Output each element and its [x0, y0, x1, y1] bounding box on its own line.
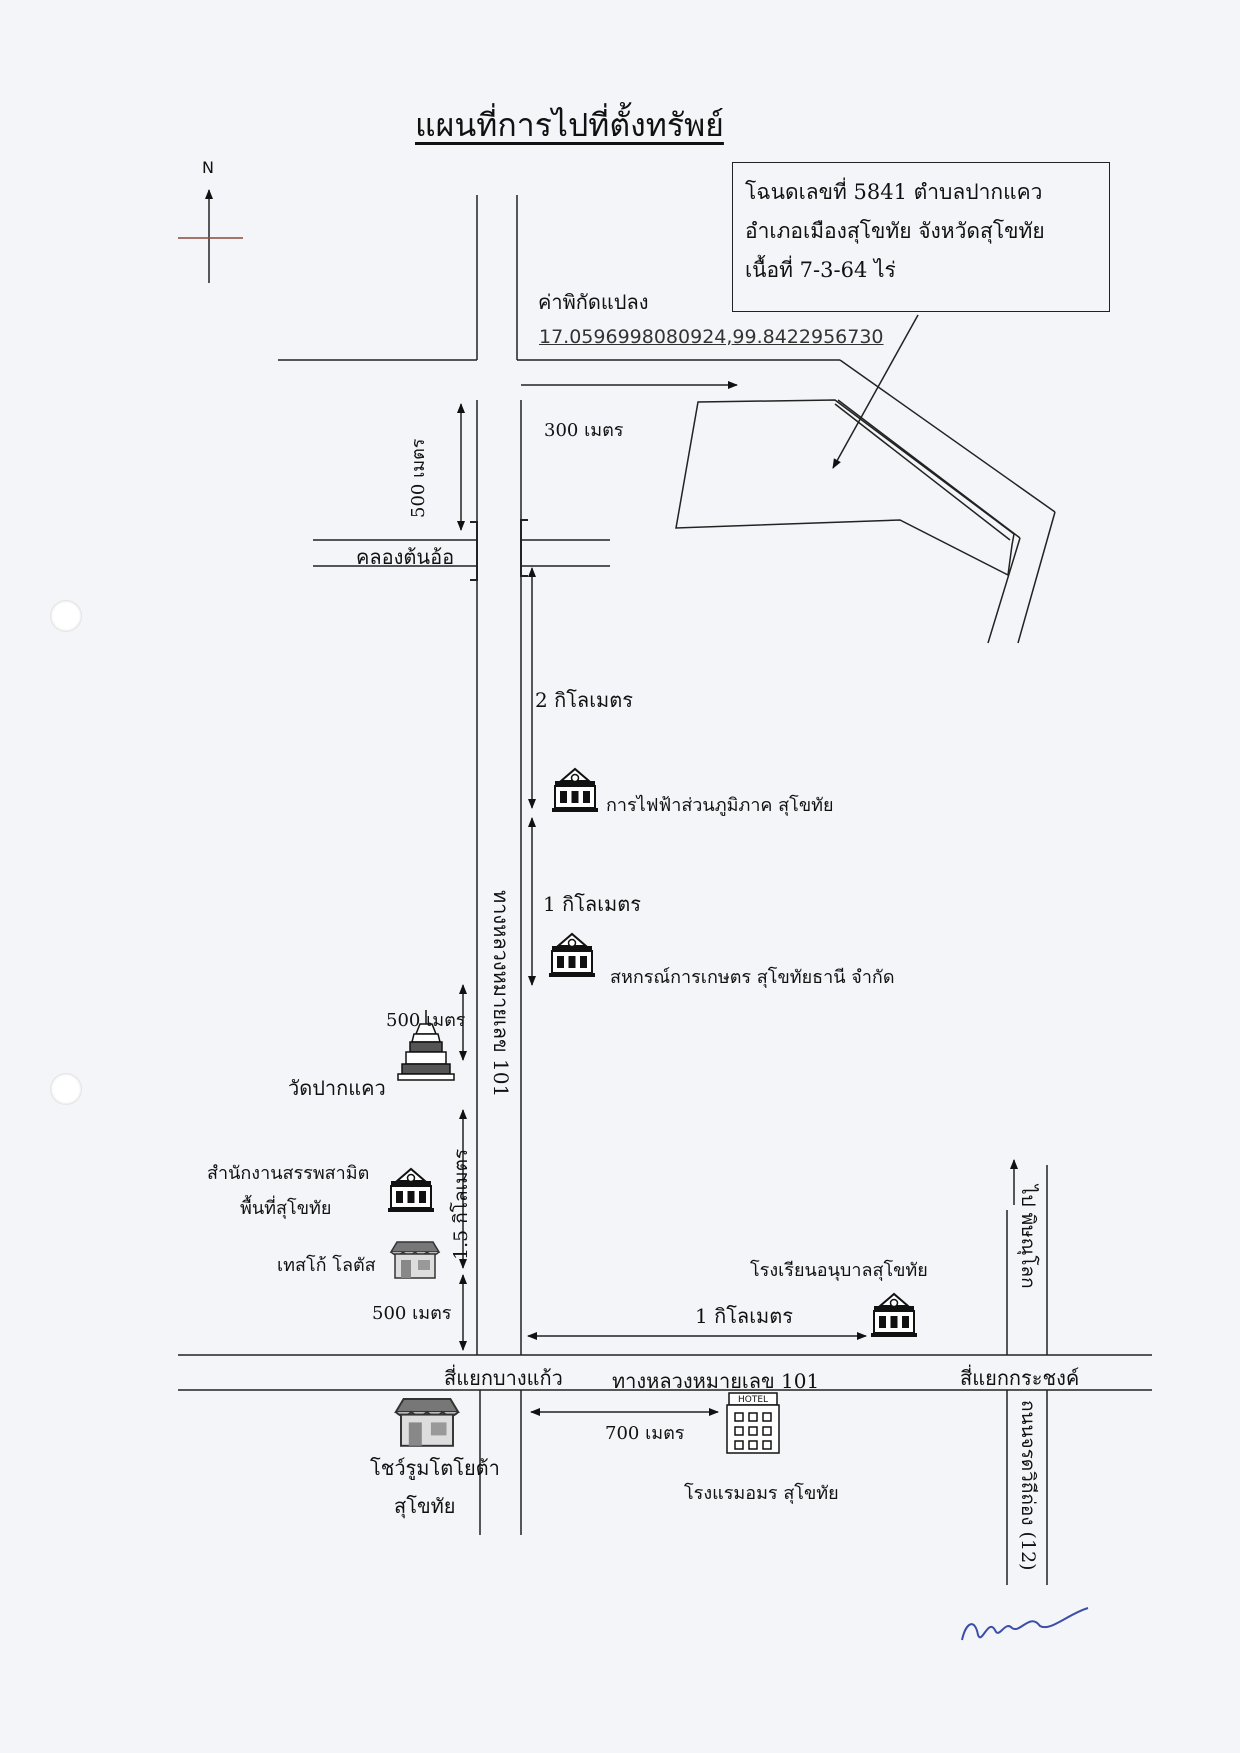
building-icon [548, 933, 596, 978]
building-icon [387, 1168, 435, 1213]
property-info-box: โฉนดเลขที่ 5841 ตำบลปากแคว อำเภอเมืองสุโ… [732, 162, 1110, 312]
landmark-school: โรงเรียนอนุบาลสุโขทัย [750, 1260, 928, 1281]
property-area: เนื้อที่ 7-3-64 ไร่ [745, 258, 896, 282]
landmark-toyota-2: สุโขทัย [394, 1494, 456, 1518]
landmark-coop: สหกรณ์การเกษตร สุโขทัยธานี จำกัด [610, 967, 895, 988]
landmark-excise-2: พื้นที่สุโขทัย [240, 1198, 332, 1219]
building-icon [551, 768, 599, 813]
building-icon [870, 1293, 918, 1338]
distance-label: 1 กิโลเมตร [543, 892, 641, 916]
landmark-toyota-1: โชว์รูมโตโยต้า [370, 1456, 500, 1480]
property-location: อำเภอเมืองสุโขทัย จังหวัดสุโขทัย [745, 219, 1045, 243]
highway-101-vertical-label: ทางหลวงหมายเลข 101 [489, 890, 513, 1098]
upper-cross-road [278, 359, 1056, 644]
lower-cross-road [178, 1165, 1152, 1585]
highway-101-horizontal-label: ทางหลวงหมายเลข 101 [612, 1369, 820, 1393]
distance-label: 300 เมตร [544, 420, 624, 441]
to-phitsanulok-label: ไป พิษณุโลก [1017, 1185, 1039, 1289]
hotel-icon: HOTEL [726, 1392, 780, 1454]
charot-withi-thong-road-label: ถนนจรดวิถีถ่อง (12) [1017, 1400, 1039, 1571]
shop-icon [390, 1241, 440, 1279]
distance-label: 700 เมตร [605, 1423, 685, 1444]
landmark-tesco: เทสโก้ โลตัส [277, 1255, 376, 1276]
canal [313, 519, 610, 581]
distance-label: 1 กิโลเมตร [695, 1304, 793, 1328]
landmark-hotel: โรงแรมอมร สุโขทัย [684, 1483, 839, 1504]
signature [961, 1607, 1089, 1641]
landmark-excise-1: สำนักงานสรรพสามิต [207, 1163, 370, 1184]
pointer-line [832, 314, 919, 469]
punch-hole [50, 1073, 82, 1105]
junction-bang-kaeo: สี่แยกบางแก้ว [444, 1366, 563, 1390]
property-deed: โฉนดเลขที่ 5841 ตำบลปากแคว [745, 180, 1043, 204]
punch-hole [50, 600, 82, 632]
dimension-arrows [457, 403, 1018, 1416]
coordinates-label: ค่าพิกัดแปลง [538, 290, 649, 314]
landmark-pea: การไฟฟ้าส่วนภูมิภาค สุโขทัย [606, 795, 834, 816]
landmark-wat: วัดปากแคว [288, 1076, 386, 1100]
highway-101-vertical [476, 195, 522, 1535]
distance-label: 1.5 กิโลเมตร [450, 1148, 472, 1260]
junction-krachong: สี่แยกกระชงค์ [960, 1366, 1080, 1390]
page-title: แผนที่การไปที่ตั้งทรัพย์ [415, 106, 724, 144]
north-label: N [202, 158, 214, 177]
shop-icon [394, 1398, 460, 1447]
property-parcel [675, 399, 1015, 577]
distance-label: 2 กิโลเมตร [535, 688, 633, 712]
north-arrow-icon [178, 189, 243, 283]
distance-label: 500 เมตร [408, 438, 429, 518]
coordinates-value: 17.0596998080924,99.8422956730 [539, 326, 884, 348]
hotel-sign: HOTEL [738, 1395, 768, 1405]
canal-label: คลองต้นอ้อ [356, 545, 455, 569]
distance-label: 500 เมตร [386, 1010, 466, 1031]
temple-icon [397, 1010, 455, 1081]
distance-label: 500 เมตร [372, 1303, 452, 1324]
